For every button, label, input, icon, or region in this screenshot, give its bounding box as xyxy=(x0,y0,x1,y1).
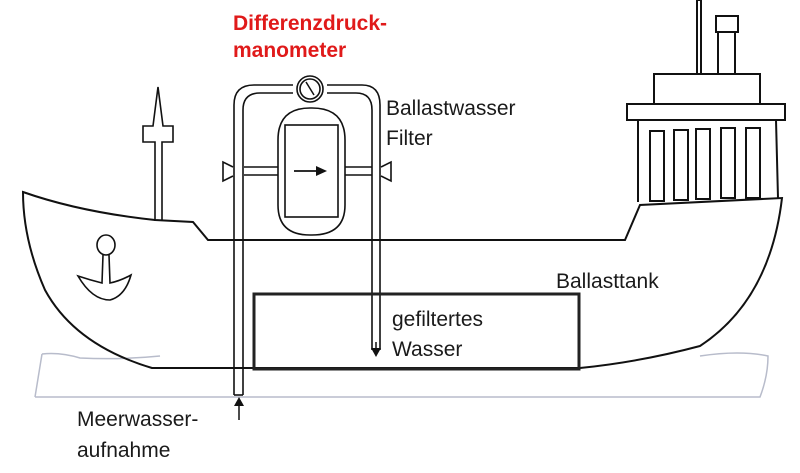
filtered-water-label-line2: Wasser xyxy=(392,338,463,361)
intake-arrow-icon xyxy=(234,397,244,420)
mast-icon xyxy=(142,86,174,221)
intake-label-line1: Meerwasser- xyxy=(77,408,199,431)
outflow-arrow-icon xyxy=(371,342,381,357)
manometer-label-line1: Differenzdruck- xyxy=(233,12,388,35)
tank-label: Ballasttank xyxy=(556,270,659,293)
bridge-superstructure xyxy=(626,0,786,202)
manometer-label-line2: manometer xyxy=(233,39,347,62)
filter-label-line1: Ballastwasser xyxy=(386,97,516,120)
bypass-pipe xyxy=(233,84,381,396)
filtered-water-label-line1: gefiltertes xyxy=(392,308,484,331)
filter-label-line2: Filter xyxy=(386,127,433,150)
intake-label-line2: aufnahme xyxy=(77,439,171,462)
pressure-gauge-icon xyxy=(296,75,324,103)
anchor-icon xyxy=(76,234,133,301)
flow-arrow-icon xyxy=(294,166,327,176)
ballast-water-filter xyxy=(222,107,392,236)
waterline xyxy=(34,352,769,398)
ballast-tank xyxy=(252,292,581,371)
